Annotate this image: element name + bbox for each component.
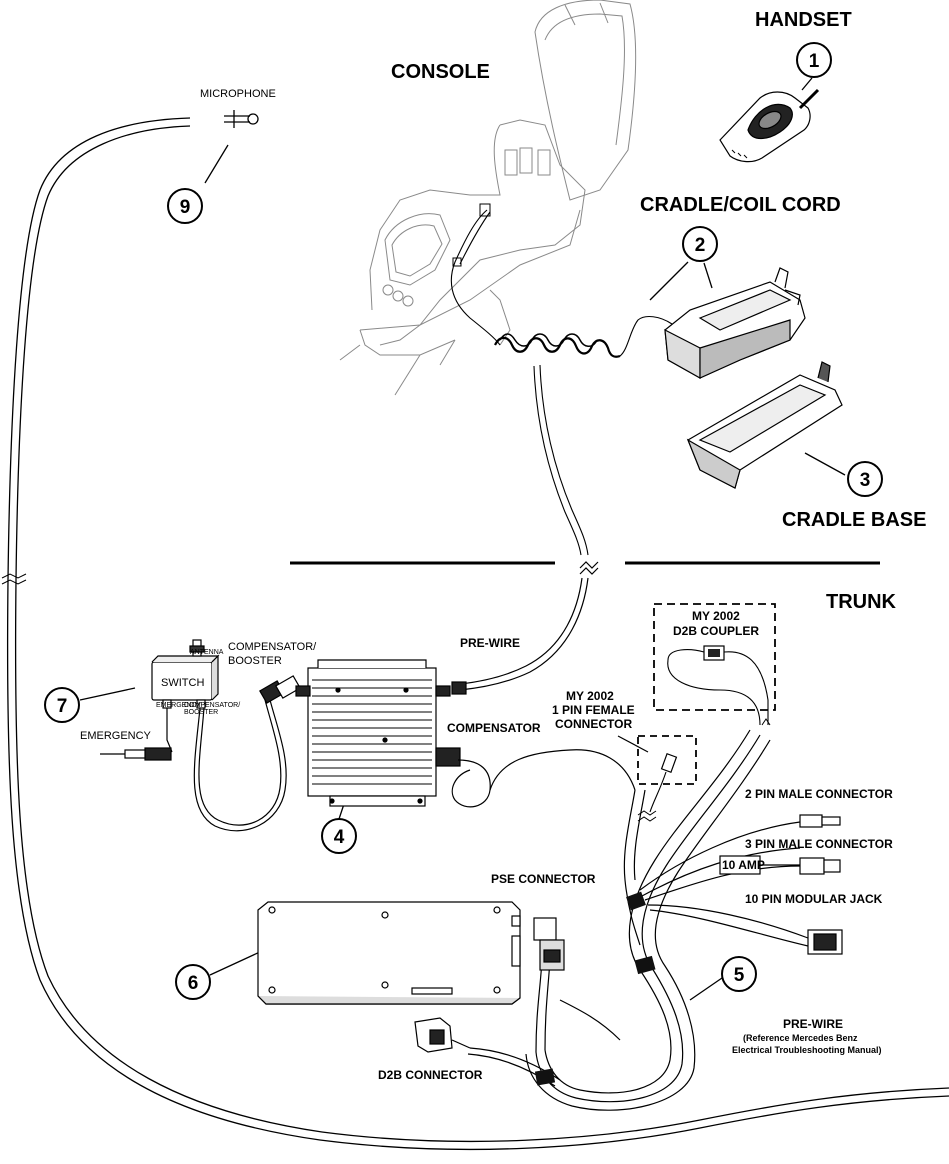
handset-icon (719, 88, 820, 163)
d2b-coupler-label-2: D2B COUPLER (673, 624, 759, 638)
section-divider (290, 561, 880, 575)
ten-amp-fuse-label: 10 AMP (722, 858, 765, 872)
svg-text:2: 2 (695, 235, 706, 256)
handset-label: HANDSET (755, 9, 852, 31)
d2b-connector (414, 1017, 471, 1053)
female-connector-label-3: CONNECTOR (555, 717, 632, 731)
compensator-booster-module (307, 659, 437, 807)
female-connector-label-2: 1 PIN FEMALE (552, 703, 635, 717)
pre-wire-top-cable (451, 577, 589, 695)
cradle-base-label: CRADLE BASE (782, 509, 926, 531)
ten-pin-label: 10 PIN MODULAR JACK (745, 892, 883, 906)
callout-4: 4 (321, 818, 357, 854)
two-pin-connector (799, 814, 841, 828)
svg-text:6: 6 (188, 973, 199, 994)
reference-label-2: Electrical Troubleshooting Manual) (732, 1045, 882, 1055)
emergency-label: EMERGENCY (80, 730, 152, 742)
trunk-label: TRUNK (826, 591, 897, 613)
console-sketch (339, 0, 637, 396)
cradle-base-icon (686, 361, 843, 489)
ten-pin-modular-jack (807, 929, 843, 955)
module-connectors (295, 685, 461, 767)
switch-port-booster-2: BOOSTER (184, 709, 218, 716)
harness-tape (534, 891, 656, 1086)
compensator-label: COMPENSATOR (447, 721, 541, 735)
two-pin-label: 2 PIN MALE CONNECTOR (745, 787, 893, 801)
booster-fins (312, 679, 432, 785)
callout-6: 6 (175, 964, 211, 1000)
d2b-coupler-box (653, 603, 776, 726)
microphone-label: MICROPHONE (200, 88, 276, 100)
microphone-icon (224, 110, 259, 128)
reference-label-1: (Reference Mercedes Benz (743, 1033, 858, 1043)
compensator-booster-label-2: BOOSTER (228, 655, 282, 667)
switch-port-emergency: EMERGENCY (156, 702, 201, 709)
switch-box (151, 639, 220, 709)
callout-9: 9 (167, 188, 203, 224)
callout-1: 1 (796, 42, 832, 78)
svg-text:9: 9 (180, 197, 191, 218)
compensator-booster-label-1: COMPENSATOR/ (228, 641, 317, 653)
svg-text:4: 4 (334, 827, 345, 848)
svg-text:3: 3 (860, 470, 871, 491)
three-pin-connector (719, 855, 841, 875)
callout-7: 7 (44, 687, 80, 723)
pse-connector-label: PSE CONNECTOR (491, 872, 596, 886)
callout-5: 5 (721, 956, 757, 992)
compensator-lead (451, 749, 636, 808)
female-connector-label-1: MY 2002 (566, 689, 614, 703)
console-wiring (450, 203, 673, 556)
callout-3: 3 (847, 461, 883, 497)
callout-2: 2 (682, 226, 718, 262)
pse-connector (533, 917, 565, 971)
female-connector-box (637, 735, 697, 822)
switch-port-booster-1: COMPENSATOR/ (184, 702, 240, 709)
switch-label: SWITCH (161, 677, 204, 689)
three-pin-label: 3 PIN MALE CONNECTOR (745, 837, 893, 851)
d2b-coupler-label-1: MY 2002 (692, 609, 740, 623)
svg-text:5: 5 (734, 965, 745, 986)
cradle-coil-cord-label: CRADLE/COIL CORD (640, 194, 841, 216)
svg-text:1: 1 (809, 51, 820, 72)
d2b-connector-label: D2B CONNECTOR (378, 1068, 483, 1082)
cradle-icon (664, 267, 806, 380)
switch-port-antenna: ANTENNA (190, 649, 224, 656)
svg-text:7: 7 (57, 696, 68, 717)
microphone-cable (1, 117, 949, 1151)
emergency-cable (100, 708, 173, 761)
pre-wire-bottom-label: PRE-WIRE (783, 1017, 843, 1031)
pre-wire-top-label: PRE-WIRE (460, 636, 520, 650)
control-module (257, 901, 521, 1005)
booster-loop-cable (193, 675, 301, 832)
console-label: CONSOLE (391, 61, 490, 83)
